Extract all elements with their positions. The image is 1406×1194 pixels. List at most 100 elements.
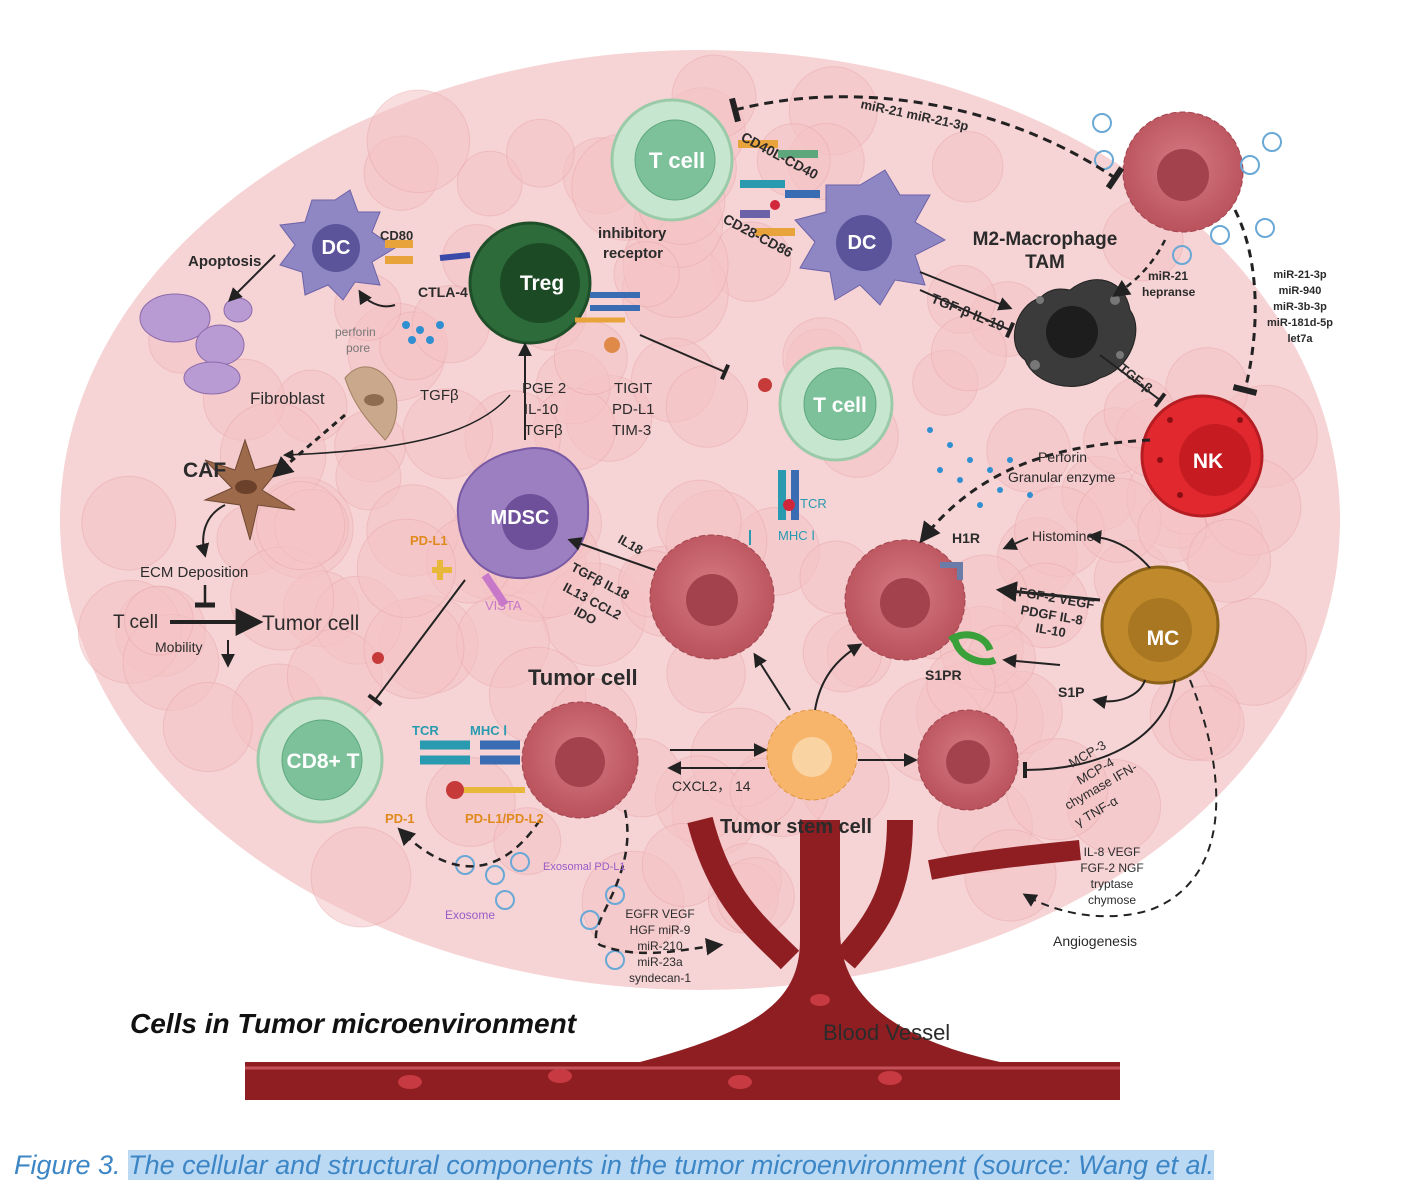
tumor-stem-cell-label: Tumor stem cell (720, 816, 872, 838)
dc-left-label: DC (322, 237, 351, 259)
label-tgfb-caf: TGFβ (420, 387, 459, 404)
background-cell (1168, 685, 1245, 762)
mc-label: MC (1147, 627, 1180, 650)
label-mhc-low: MHC Ⅰ (470, 723, 507, 738)
label-tim3: TIM-3 (612, 422, 651, 439)
label-cxcl: CXCL2， 14 (672, 778, 751, 794)
tumor-stem-cell (766, 709, 858, 801)
tumor-cell-heading: Tumor cell (528, 665, 638, 690)
background-cell (665, 365, 749, 448)
egfr-list: EGFR VEGF HGF miR-9 miR-210 miR-23a synd… (625, 907, 694, 985)
label-perforin2: Perforin (1038, 449, 1087, 465)
background-cell (506, 118, 575, 188)
label-mhc-mid: MHC Ⅰ (778, 528, 815, 543)
caption-label: Figure 3. (14, 1150, 121, 1180)
label-il10: IL-10 (524, 401, 558, 418)
background-cell (162, 682, 253, 772)
label-tcr-low: TCR (412, 723, 439, 738)
interaction-arrows (170, 95, 1258, 956)
egfr-item: EGFR VEGF (625, 907, 694, 921)
t-cell-mid-label: T cell (813, 394, 867, 417)
label-t-cell-left: T cell (113, 612, 158, 633)
label-ecm: ECM Deposition (140, 564, 248, 581)
label-pdl1-pdl2: PD-L1/PD-L2 (465, 811, 544, 826)
background-cell (613, 241, 680, 308)
label-pge2: PGE 2 (522, 380, 566, 397)
t-cell-top-label: T cell (649, 148, 705, 173)
label-s1pr: S1PR (925, 667, 962, 683)
label-tgfb-mdsc: TGFβ (524, 422, 563, 439)
treg-label: Treg (520, 272, 564, 295)
label-s1p: S1P (1058, 684, 1084, 700)
mir-item: let7a (1287, 333, 1313, 345)
mir-item: miR-940 (1279, 285, 1322, 297)
tumor-cell-right (844, 539, 966, 661)
background-cell (456, 150, 523, 217)
label-apoptosis: Apoptosis (188, 253, 261, 270)
mir-item: miR-21-3p (1273, 269, 1326, 281)
caption-text: The cellular and structural components i… (128, 1150, 1215, 1180)
t-cell-top (610, 98, 734, 222)
label-heparanse: hepranse (1142, 285, 1196, 299)
egfr-item: miR-210 (637, 939, 683, 953)
tumor-microenvironment-figure: T cell DC DC Treg T cell M2-Macrophage T… (60, 50, 1340, 1100)
nk-label: NK (1193, 450, 1223, 473)
tumor-cell-top-right (1122, 111, 1244, 233)
background-cell (366, 89, 471, 194)
label-fgf-3: IL-10 (1034, 620, 1066, 640)
label-vista: VISTA (485, 598, 522, 613)
tumor-cell-center (649, 534, 775, 660)
label-angiogenesis: Angiogenesis (1053, 933, 1137, 949)
label-inhibitory: inhibitory (598, 225, 667, 242)
background-cell (930, 315, 1007, 392)
dc-right-label: DC (848, 232, 877, 254)
mir-list: miR-21-3p miR-940 miR-3b-3p miR-181d-5p … (1267, 269, 1333, 345)
il8-item: tryptase (1091, 877, 1134, 891)
t-cell-middle (778, 346, 894, 462)
label-mir21: miR-21 (1148, 269, 1188, 283)
tumor-cell-lower-right (917, 709, 1019, 811)
label-perforin: perforin (335, 325, 376, 339)
m2-label: M2-Macrophage (973, 229, 1118, 250)
blood-vessel (245, 816, 1120, 1100)
label-granular: Granular enzyme (1008, 469, 1116, 485)
label-exosome: Exosome (445, 908, 495, 922)
background-cell (310, 826, 412, 928)
mir-item: miR-3b-3p (1273, 301, 1327, 313)
label-cd80: CD80 (380, 228, 413, 243)
figure-caption: Figure 3. The cellular and structural co… (14, 1150, 1394, 1186)
fibroblast-cell (344, 366, 398, 441)
egfr-item: syndecan-1 (629, 971, 691, 985)
tam-label: TAM (1025, 252, 1065, 273)
label-mobility: Mobility (155, 639, 202, 655)
label-tigit: TIGIT (614, 380, 652, 397)
background-cell (964, 829, 1057, 922)
background-cell (931, 131, 1004, 203)
caf-label: CAF (183, 459, 226, 482)
background-cell (425, 756, 516, 847)
il8-item: IL-8 VEGF (1084, 845, 1141, 859)
label-exosomal: Exosomal PD-L1 (543, 861, 626, 873)
background-cell (335, 444, 402, 511)
label-pdl1-mdsc: PD-L1 (410, 533, 448, 548)
label-receptor: receptor (603, 245, 663, 262)
label-tcr-mid: TCR (800, 496, 827, 511)
cd8-label: CD8+ T (287, 750, 360, 773)
egfr-item: HGF miR-9 (630, 923, 691, 937)
nk-cell (1140, 394, 1264, 518)
label-tumor-cell-left: Tumor cell (262, 612, 359, 635)
cd8-t-cell (256, 696, 384, 824)
tumor-cells (521, 111, 1244, 819)
label-histomine: Histomine (1032, 528, 1094, 544)
background-cell (493, 807, 562, 875)
caf-cell (203, 438, 296, 541)
label-pore: pore (346, 341, 370, 355)
background-cell (356, 518, 457, 618)
label-ctla4: CTLA-4 (418, 284, 468, 300)
il8-item: chymose (1088, 893, 1136, 907)
fibroblast-label: Fibroblast (250, 389, 325, 408)
dc-right (794, 169, 947, 306)
il8-list: IL-8 VEGF FGF-2 NGF tryptase chymose (1080, 845, 1143, 907)
background-cell (1187, 519, 1271, 603)
tumor-cell-lower-left (521, 701, 639, 819)
